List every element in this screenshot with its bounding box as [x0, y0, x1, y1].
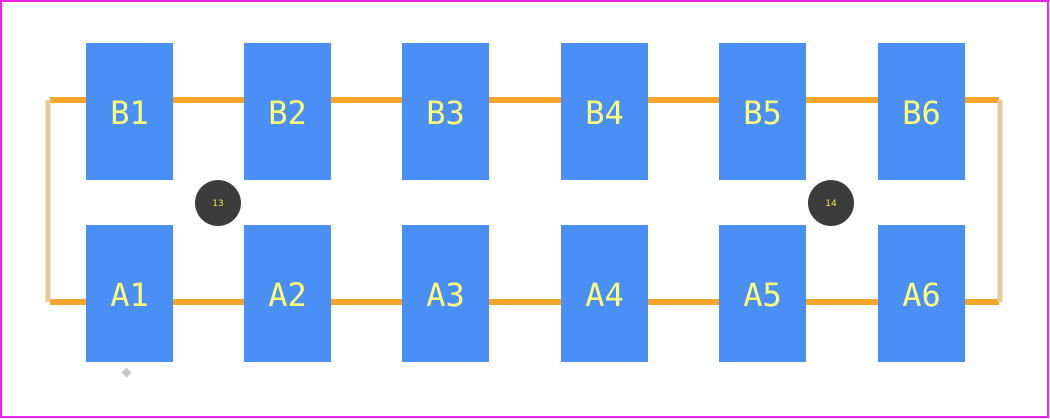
pad-rect: [402, 43, 489, 180]
via-14: 14: [808, 180, 854, 226]
pad-a3: A3: [402, 225, 489, 362]
pad-label: A2: [268, 276, 307, 314]
pin1-diamond-icon: [121, 367, 132, 378]
pad-a4: A4: [561, 225, 648, 362]
pad-b2: B2: [244, 43, 331, 180]
pad-b5: B5: [719, 43, 806, 180]
pad-rect: [86, 43, 173, 180]
pad-rect: [244, 43, 331, 180]
pad-a1: A1: [86, 225, 173, 362]
via-13: 13: [195, 180, 241, 226]
pad-label: B4: [585, 94, 624, 132]
via-label: 13: [212, 199, 223, 209]
pad-label: A6: [902, 276, 941, 314]
pad-b1: B1: [86, 43, 173, 180]
pad-rect: [878, 225, 965, 362]
pad-label: B3: [426, 94, 465, 132]
pad-label: B5: [743, 94, 782, 132]
via-circle-icon: [808, 180, 854, 226]
pad-rect: [878, 43, 965, 180]
vias-layer: 13 14: [195, 180, 854, 226]
pad-label: B6: [902, 94, 941, 132]
pad-rect: [561, 225, 648, 362]
via-circle-icon: [195, 180, 241, 226]
pad-label: A3: [426, 276, 465, 314]
pad-rect: [561, 43, 648, 180]
pad-label: A1: [110, 276, 149, 314]
pad-rect: [719, 43, 806, 180]
pad-b6: B6: [878, 43, 965, 180]
pad-b4: B4: [561, 43, 648, 180]
pad-label: B2: [268, 94, 307, 132]
pad-a6: A6: [878, 225, 965, 362]
pad-b3: B3: [402, 43, 489, 180]
pad-rect: [402, 225, 489, 362]
pad-label: B1: [110, 94, 149, 132]
pad-label: A4: [585, 276, 624, 314]
pad-rect: [244, 225, 331, 362]
pad-rect: [719, 225, 806, 362]
pad-label: A5: [743, 276, 782, 314]
via-label: 14: [825, 199, 837, 209]
pad-a5: A5: [719, 225, 806, 362]
pad-a2: A2: [244, 225, 331, 362]
pad-rect: [86, 225, 173, 362]
